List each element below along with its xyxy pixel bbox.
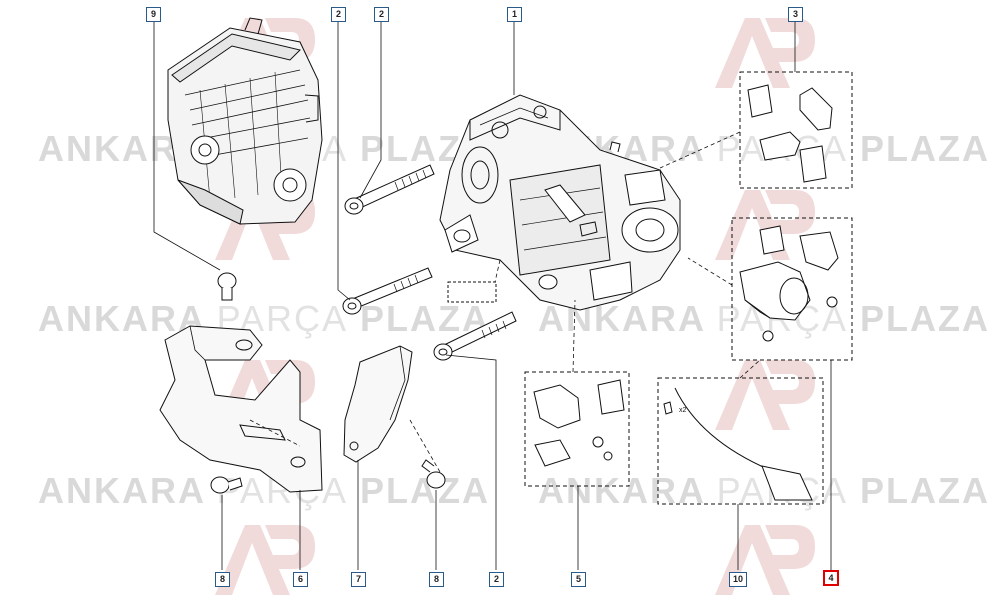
- screw-top-9: [217, 272, 237, 301]
- callout-8[interactable]: 8: [429, 572, 444, 587]
- high-pressure-pump: [439, 94, 681, 311]
- kit-10-contents: [663, 387, 813, 501]
- leader-lines: [153, 22, 832, 570]
- callout-9[interactable]: 9: [146, 7, 161, 22]
- kit-4-contents: [739, 225, 839, 342]
- kit-4-frame: [731, 217, 853, 361]
- callout-10[interactable]: 10: [729, 572, 747, 587]
- pump-bracket: [159, 325, 323, 493]
- kit-3-frame: [739, 71, 853, 189]
- dashed-arrows: [249, 131, 761, 473]
- kit-5-frame: [524, 371, 630, 487]
- screw-left: [210, 476, 243, 494]
- screw-right: [421, 459, 446, 489]
- bolt-middle: [342, 267, 433, 315]
- watermark-row-bottom: ANKARA PARÇA PLAZA: [38, 470, 491, 511]
- kit-3-contents: [747, 84, 833, 183]
- callout-6[interactable]: 6: [293, 572, 308, 587]
- callout-4-highlighted[interactable]: 4: [823, 570, 839, 586]
- callout-2[interactable]: 2: [331, 7, 346, 22]
- engine-block: [167, 17, 323, 225]
- callout-3[interactable]: 3: [788, 7, 803, 22]
- callout-5[interactable]: 5: [571, 572, 586, 587]
- kit-5-contents: [533, 379, 625, 467]
- bolt-top: [344, 164, 435, 215]
- hidden-part-outline: [447, 281, 497, 303]
- callout-2[interactable]: 2: [374, 7, 389, 22]
- kit-10-frame: [657, 377, 824, 505]
- heat-shield-cover: [343, 345, 413, 463]
- callout-1[interactable]: 1: [507, 7, 522, 22]
- bolt-lower: [433, 311, 517, 361]
- callout-8[interactable]: 8: [215, 572, 230, 587]
- callout-2[interactable]: 2: [489, 572, 504, 587]
- sensor-quantity-label: x2: [679, 407, 687, 414]
- callout-7[interactable]: 7: [351, 572, 366, 587]
